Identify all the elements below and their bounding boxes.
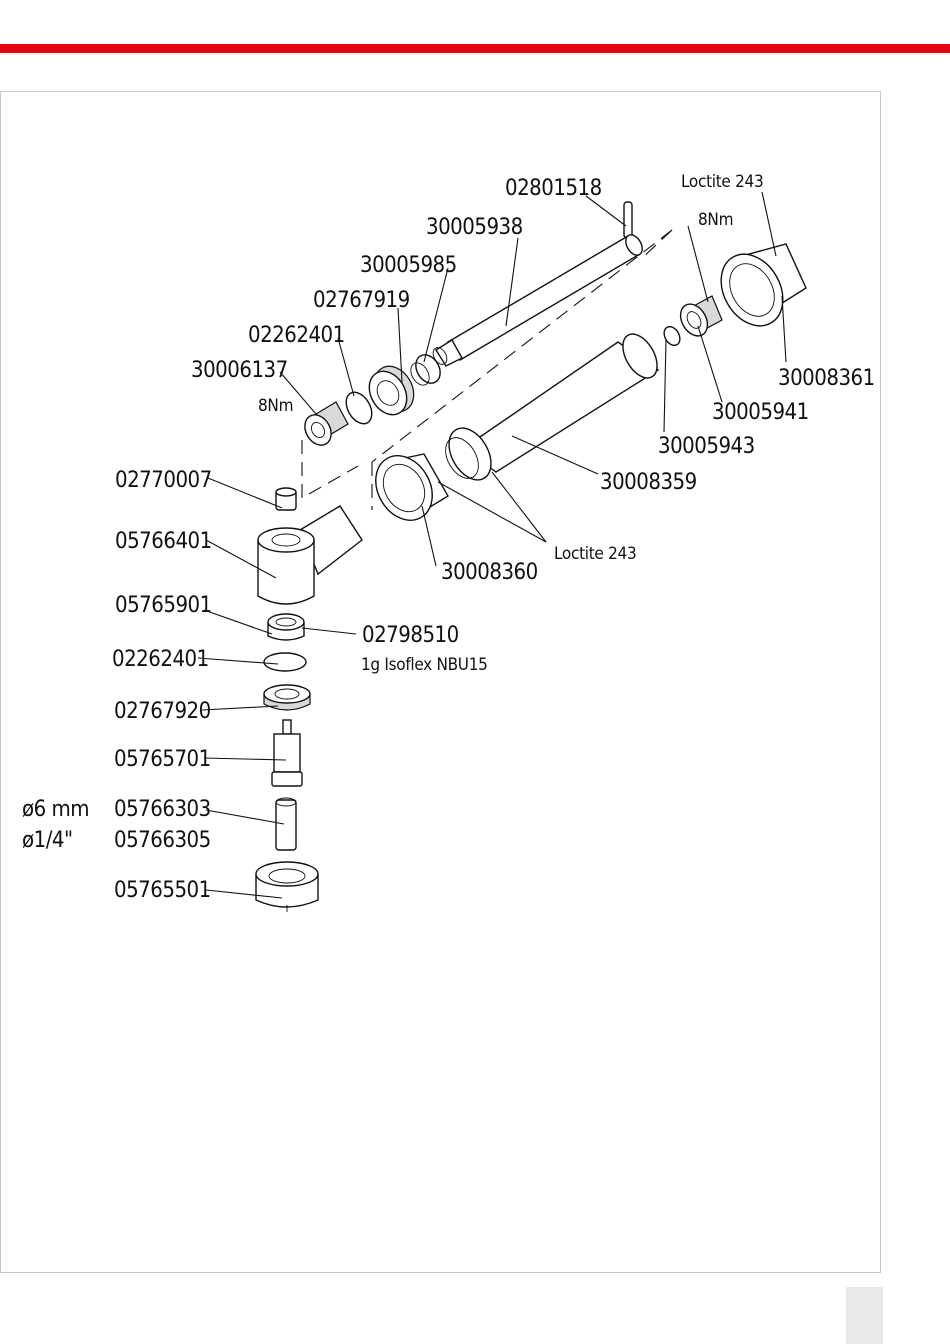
collet-05766303 <box>276 798 296 850</box>
spindle-05765701 <box>272 720 302 786</box>
label-02770007: 02770007 <box>115 468 212 493</box>
label-loctite-top: Loctite 243 <box>681 172 763 192</box>
label-02262401-top: 02262401 <box>248 323 345 348</box>
label-02262401-bottom: 02262401 <box>112 647 209 672</box>
cap-nut-30008361 <box>709 243 806 337</box>
label-05765701: 05765701 <box>114 747 211 772</box>
label-02767919: 02767919 <box>313 288 410 313</box>
label-torque-8nm-left: 8Nm <box>258 396 293 416</box>
collet-nut-05765501 <box>256 862 318 912</box>
label-05766401: 05766401 <box>115 529 212 554</box>
nut-30006137 <box>300 402 348 450</box>
pin-02801518 <box>624 202 632 238</box>
o-ring-02262401-bottom <box>264 653 306 671</box>
label-05766303: 05766303 <box>114 797 211 822</box>
label-30005941: 30005941 <box>712 400 809 425</box>
label-05766305: 05766305 <box>114 828 211 853</box>
label-loctite-mid: Loctite 243 <box>554 544 636 564</box>
bushing-05765901 <box>268 614 304 640</box>
label-02801518: 02801518 <box>505 176 602 201</box>
label-02767920: 02767920 <box>114 699 211 724</box>
label-05765501: 05765501 <box>114 878 211 903</box>
label-30005938: 30005938 <box>426 215 523 240</box>
label-30008361: 30008361 <box>778 366 875 391</box>
label-size-quarter-inch: ø1/4" <box>22 828 73 853</box>
coupling-30005941 <box>675 296 722 341</box>
angle-head-05766401 <box>258 506 362 604</box>
label-size-6mm: ø6 mm <box>22 797 89 822</box>
label-02798510: 02798510 <box>362 623 459 648</box>
label-30008360: 30008360 <box>441 560 538 585</box>
label-30006137: 30006137 <box>191 358 288 383</box>
label-30008359: 30008359 <box>600 470 697 495</box>
label-30005943: 30005943 <box>658 434 755 459</box>
sleeve-30008360 <box>364 446 448 531</box>
label-torque-8nm-right: 8Nm <box>698 210 733 230</box>
label-05765901: 05765901 <box>115 593 212 618</box>
label-30005985: 30005985 <box>360 253 457 278</box>
washer-30005943 <box>661 324 683 348</box>
label-grease-note: 1g Isoflex NBU15 <box>361 655 488 675</box>
